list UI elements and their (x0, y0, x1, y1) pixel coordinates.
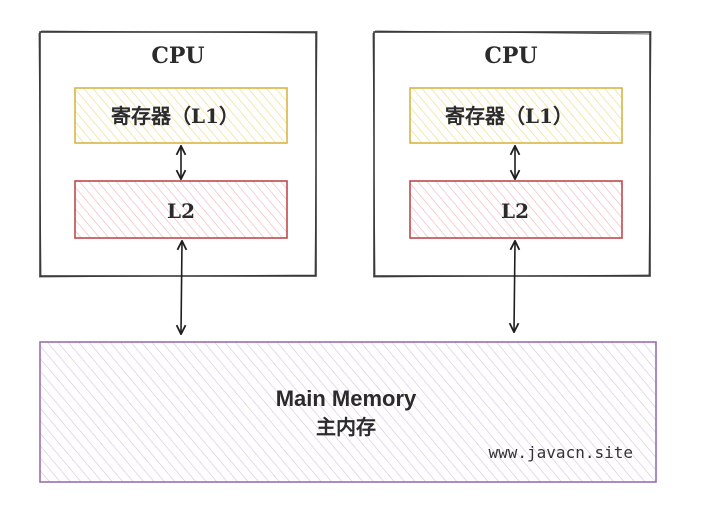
l2-cache-box-1 (74, 180, 288, 239)
l1-register-label-1: 寄存器（L1） (111, 104, 239, 128)
main-memory-group: Main Memory 主内存 www.javacn.site (39, 341, 657, 483)
main-memory-subtitle: 主内存 (316, 415, 376, 439)
l2-cache-label-2: L2 (501, 199, 529, 223)
cpu-title-2: CPU (484, 43, 537, 69)
l2-cache-box-2 (409, 180, 623, 239)
cpu-group-1: CPU 寄存器（L1） L2 (38, 30, 318, 278)
main-memory-title: Main Memory (276, 386, 417, 411)
l2-memory-arrow-1 (181, 242, 182, 333)
cpu-title-1: CPU (151, 43, 204, 69)
l2-memory-arrow-2 (514, 242, 515, 331)
main-memory-box (39, 341, 657, 483)
cpu-group-2: CPU 寄存器（L1） L2 (372, 30, 652, 278)
l1-register-box-1 (74, 87, 288, 144)
l1-register-label-2: 寄存器（L1） (445, 104, 573, 128)
l1-register-box-2 (409, 87, 623, 144)
l2-cache-label-1: L2 (167, 199, 195, 223)
watermark-text: www.javacn.site (489, 443, 634, 462)
